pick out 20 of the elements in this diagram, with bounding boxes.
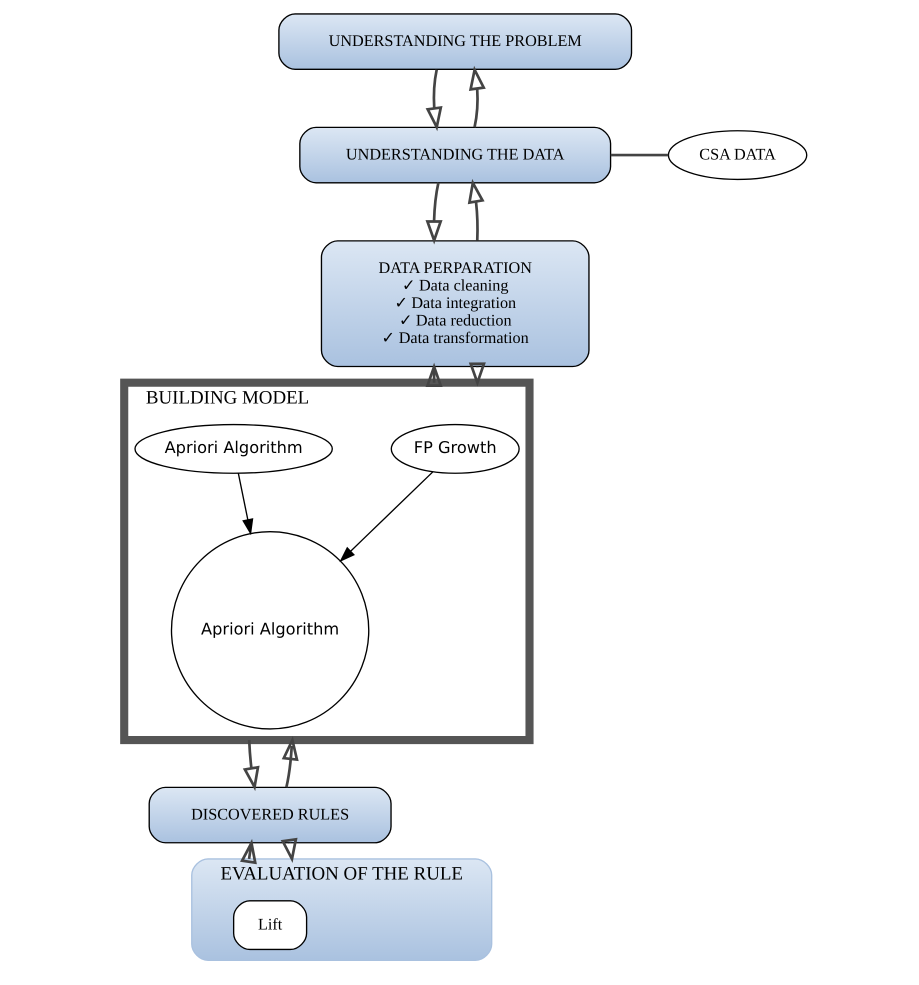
arrow [242, 740, 260, 792]
connector [610, 154, 668, 156]
node-ellipse: Apriori Algorithm [134, 424, 332, 474]
arrow [425, 182, 442, 244]
arrow [338, 471, 433, 562]
arrow [425, 70, 442, 132]
arrow [468, 362, 486, 387]
node-box: Lift [232, 900, 307, 950]
arrow [237, 473, 253, 536]
node-box: UNDERSTANDING THE PROBLEM [278, 13, 632, 70]
arrow [425, 362, 442, 387]
arrow [468, 66, 486, 128]
node-ellipse: FP Growth [390, 424, 520, 474]
node-ellipse: CSA DATA [667, 130, 807, 180]
node-circle: Apriori Algorithm [170, 531, 369, 730]
arrow [240, 838, 256, 864]
arrow [467, 178, 484, 240]
node-box: UNDERSTANDING THE DATA [298, 126, 611, 184]
arrow [281, 736, 298, 788]
arrow [280, 838, 298, 864]
